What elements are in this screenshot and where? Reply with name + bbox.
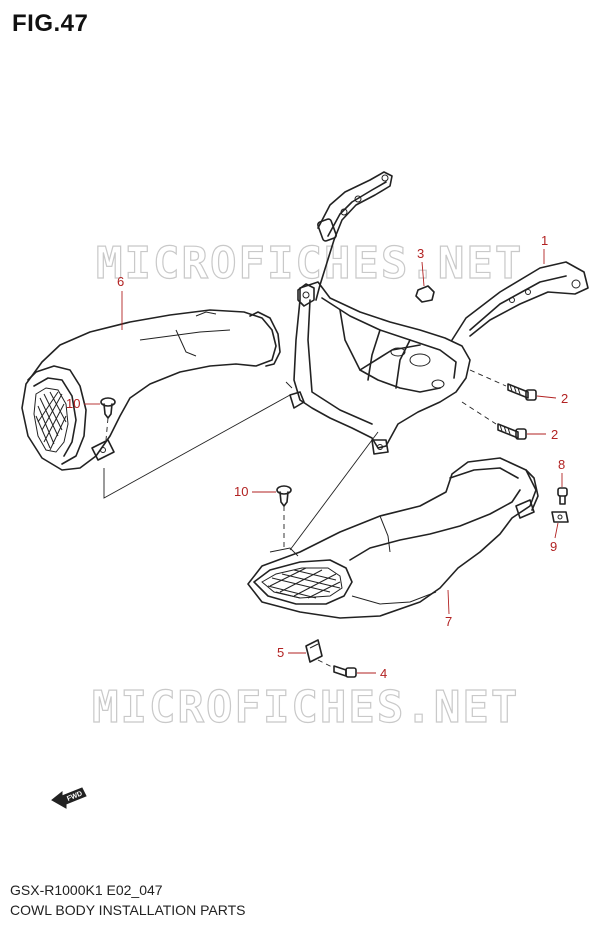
- svg-text:3: 3: [417, 246, 424, 261]
- model-code: GSX-R1000K1 E02_047: [10, 882, 163, 898]
- callout-6: 6: [117, 274, 124, 330]
- fwd-arrow-icon: FWD: [51, 787, 87, 809]
- watermark-bottom: MICROFICHES.NET: [92, 682, 519, 733]
- callout-2-lower: 2: [527, 427, 558, 442]
- svg-text:7: 7: [445, 614, 452, 629]
- push-rivet-clip-lower: [276, 485, 292, 507]
- bolt-small-4: [333, 665, 357, 678]
- cowl-bracket-frame: [289, 171, 589, 455]
- left-air-duct: [21, 309, 281, 471]
- figure-caption: COWL BODY INSTALLATION PARTS: [10, 902, 246, 918]
- callout-4: 4: [357, 666, 387, 681]
- small-bolt: [557, 487, 568, 505]
- bolt-lower: [497, 423, 527, 440]
- svg-text:6: 6: [117, 274, 124, 289]
- svg-text:1: 1: [541, 233, 548, 248]
- right-air-duct: [247, 457, 539, 619]
- svg-text:10: 10: [234, 484, 248, 499]
- small-bracket: [305, 639, 323, 663]
- svg-text:4: 4: [380, 666, 387, 681]
- callout-7: 7: [445, 589, 452, 629]
- callout-1: 1: [541, 233, 548, 264]
- bolt-upper: [507, 383, 537, 401]
- callout-8: 8: [558, 457, 565, 487]
- nut-clip: [551, 511, 569, 523]
- callout-10-lower: 10: [234, 484, 276, 499]
- callout-3: 3: [417, 246, 425, 287]
- callout-10-upper: 10: [66, 396, 100, 411]
- callout-9: 9: [550, 522, 559, 554]
- push-rivet-clip-upper: [100, 397, 116, 419]
- callout-2-upper: 2: [536, 391, 568, 406]
- callout-5: 5: [277, 645, 306, 660]
- svg-text:8: 8: [558, 457, 565, 472]
- svg-text:2: 2: [551, 427, 558, 442]
- figure-title: FIG.47: [12, 10, 89, 37]
- svg-text:2: 2: [561, 391, 568, 406]
- watermark-top: MICROFICHES.NET: [96, 238, 523, 289]
- svg-text:10: 10: [66, 396, 80, 411]
- svg-text:5: 5: [277, 645, 284, 660]
- svg-text:9: 9: [550, 539, 557, 554]
